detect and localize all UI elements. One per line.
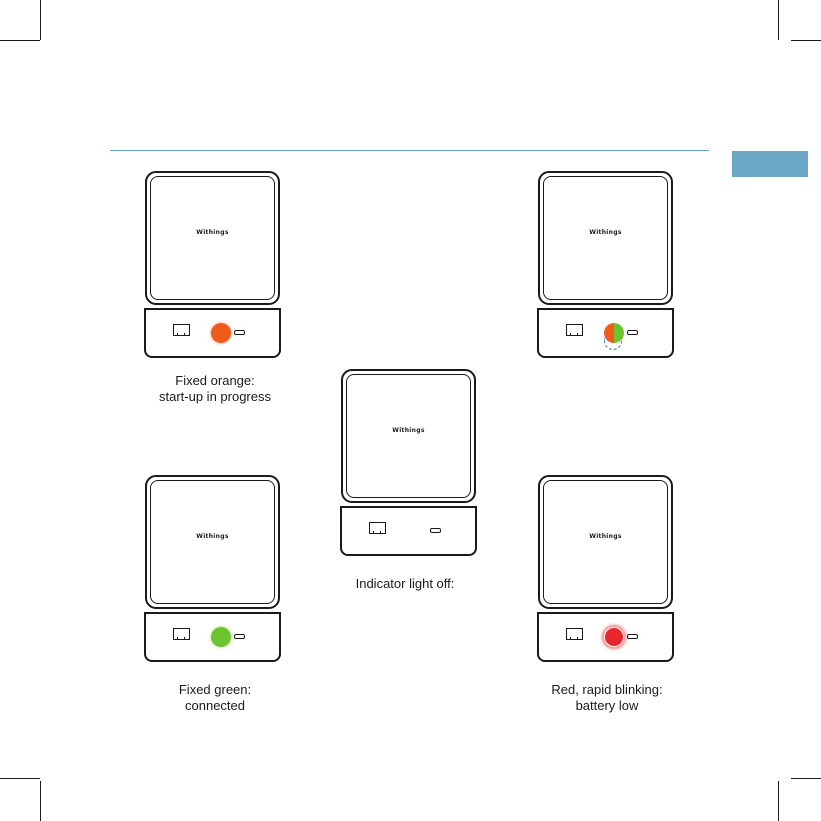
caption-off: Indicator light off: — [295, 576, 515, 592]
crop-mark — [0, 40, 40, 41]
caption-line: Red, rapid blinking: — [497, 682, 717, 698]
indicator-led-red — [602, 625, 626, 649]
device-base — [537, 612, 674, 662]
caption-line: Fixed green: — [105, 682, 325, 698]
crop-mark — [40, 781, 41, 821]
caption-line: connected — [105, 698, 325, 714]
brand-logo: Withings — [538, 533, 673, 540]
ethernet-port-icon — [566, 628, 583, 640]
device-orange: Withings — [145, 171, 280, 361]
caption-line: start-up in progress — [105, 389, 325, 405]
brand-logo: Withings — [538, 229, 673, 236]
usb-port-icon — [627, 330, 638, 335]
device-transition: Withings — [538, 171, 673, 361]
device-base — [144, 308, 281, 358]
caption-line: Indicator light off: — [295, 576, 515, 592]
crop-mark — [0, 778, 40, 779]
device-screen — [145, 171, 280, 305]
cycle-arrows-icon — [604, 338, 622, 350]
brand-logo: Withings — [341, 427, 476, 434]
device-base — [340, 506, 477, 556]
caption-line: battery low — [497, 698, 717, 714]
device-screen — [341, 369, 476, 503]
crop-mark — [778, 781, 779, 821]
ethernet-port-icon — [173, 628, 190, 640]
header-rule — [110, 150, 709, 151]
caption-red: Red, rapid blinking: battery low — [497, 682, 717, 714]
crop-mark — [40, 0, 41, 40]
ethernet-port-icon — [369, 522, 386, 534]
device-off: Withings — [341, 369, 476, 559]
usb-port-icon — [627, 634, 638, 639]
section-tab — [732, 151, 808, 177]
crop-mark — [778, 0, 779, 40]
device-screen — [538, 475, 673, 609]
ethernet-port-icon — [566, 324, 583, 336]
usb-port-icon — [234, 330, 245, 335]
device-screen — [538, 171, 673, 305]
brand-logo: Withings — [145, 229, 280, 236]
device-green: Withings — [145, 475, 280, 665]
usb-port-icon — [234, 634, 245, 639]
device-red: Withings — [538, 475, 673, 665]
device-screen — [145, 475, 280, 609]
usb-port-icon — [430, 528, 441, 533]
caption-line: Fixed orange: — [105, 373, 325, 389]
ethernet-port-icon — [173, 324, 190, 336]
caption-green: Fixed green: connected — [105, 682, 325, 714]
indicator-led-orange — [211, 323, 231, 343]
device-base — [144, 612, 281, 662]
brand-logo: Withings — [145, 533, 280, 540]
caption-orange: Fixed orange: start-up in progress — [105, 373, 325, 405]
indicator-led-green — [211, 627, 231, 647]
crop-mark — [791, 778, 821, 779]
crop-mark — [791, 40, 821, 41]
device-base — [537, 308, 674, 358]
